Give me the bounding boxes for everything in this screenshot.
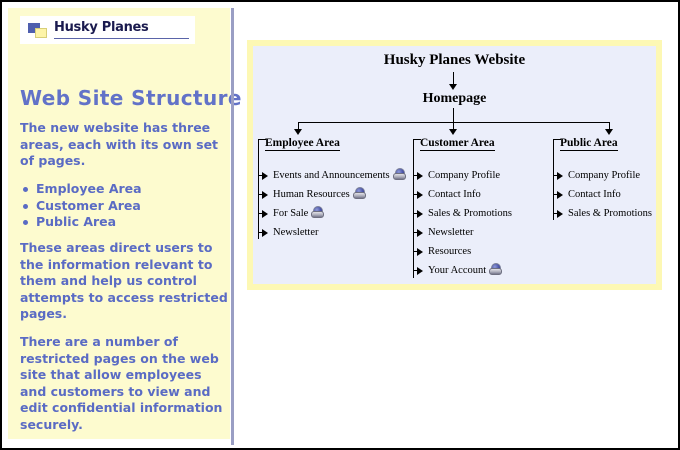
arrowhead-homepage bbox=[449, 84, 457, 90]
logo-card: Husky Planes bbox=[20, 16, 195, 44]
arrow-right-icon bbox=[557, 210, 563, 218]
column-stub-customer bbox=[413, 139, 421, 140]
item-stem bbox=[413, 251, 418, 252]
connector-title-to-homepage bbox=[453, 72, 454, 86]
column-stub-public bbox=[553, 139, 561, 140]
arrow-right-icon bbox=[417, 210, 423, 218]
arrow-right-icon bbox=[417, 229, 423, 237]
item-label: Human Resources bbox=[273, 189, 350, 200]
padlock-icon bbox=[352, 187, 367, 199]
column-rail-customer bbox=[413, 139, 414, 278]
list-item: For Sale bbox=[258, 204, 407, 223]
column-items-employee: Events and Announcements Human Resources… bbox=[258, 166, 407, 242]
list-item: Sales & Promotions bbox=[413, 204, 513, 223]
list-item: Newsletter bbox=[258, 223, 407, 242]
arrowhead-customer bbox=[449, 129, 457, 135]
item-stem bbox=[413, 270, 418, 271]
sidebar-paragraph-1: The new website has three areas, each wi… bbox=[20, 120, 219, 168]
sidebar: Husky Planes Web Site Structure The new … bbox=[8, 8, 242, 439]
arrow-right-icon bbox=[557, 191, 563, 199]
item-label: Sales & Promotions bbox=[428, 208, 513, 219]
item-label: For Sale bbox=[273, 208, 309, 219]
connector-drop-employee bbox=[298, 122, 299, 131]
list-item: Company Profile bbox=[553, 166, 652, 185]
diagram-root-node: Homepage bbox=[422, 91, 487, 106]
list-item: Contact Info bbox=[553, 185, 652, 204]
column-header-public: Public Area bbox=[560, 137, 618, 151]
diagram-canvas: Husky Planes Website Homepage Employee A… bbox=[253, 46, 656, 284]
list-item: Employee Area bbox=[22, 181, 234, 198]
padlock-icon bbox=[489, 263, 503, 275]
arrowhead-public bbox=[605, 129, 613, 135]
list-item: Company Profile bbox=[413, 166, 512, 185]
logo-square-yellow bbox=[35, 28, 47, 38]
connector-homepage-down bbox=[453, 108, 454, 122]
column-header-customer: Customer Area bbox=[420, 137, 495, 151]
item-label: Sales & Promotions bbox=[568, 208, 653, 219]
arrow-right-icon bbox=[417, 172, 423, 180]
arrow-right-icon bbox=[262, 210, 268, 218]
logo-text: Husky Planes bbox=[54, 20, 149, 35]
diagram-title: Husky Planes Website bbox=[383, 52, 526, 68]
item-label: Events and Announcements bbox=[273, 170, 390, 181]
item-label: Newsletter bbox=[273, 227, 319, 238]
column-header-employee: Employee Area bbox=[265, 137, 340, 151]
item-stem bbox=[258, 232, 263, 233]
list-item: Resources bbox=[413, 242, 512, 261]
list-item: Events and Announcements bbox=[258, 166, 407, 185]
padlock-icon bbox=[311, 206, 325, 218]
column-rail-public bbox=[553, 139, 554, 220]
list-item: Contact Info bbox=[413, 185, 512, 204]
list-item: Your Account bbox=[413, 261, 512, 280]
item-stem bbox=[258, 175, 263, 176]
list-item: Newsletter bbox=[413, 223, 512, 242]
item-label: Contact Info bbox=[428, 189, 481, 200]
husky-planes-logo-icon bbox=[28, 23, 50, 38]
arrow-right-icon bbox=[262, 172, 268, 180]
column-items-customer: Company Profile Contact Info Sales & Pro… bbox=[413, 166, 513, 280]
list-item: Public Area bbox=[22, 214, 234, 231]
item-label: Company Profile bbox=[568, 170, 641, 181]
sidebar-paragraph-3: There are a number of restricted pages o… bbox=[20, 334, 223, 432]
arrow-right-icon bbox=[557, 172, 563, 180]
column-rail-employee bbox=[258, 139, 259, 239]
sidebar-divider bbox=[231, 8, 234, 445]
column-stub-employee bbox=[258, 139, 266, 140]
list-item: Customer Area bbox=[22, 198, 234, 215]
arrow-right-icon bbox=[262, 191, 268, 199]
page-title: Web Site Structure bbox=[20, 86, 242, 110]
item-stem bbox=[413, 194, 418, 195]
item-label: Your Account bbox=[428, 265, 487, 276]
list-item: Human Resources bbox=[258, 185, 407, 204]
sidebar-paragraph-2: These areas direct users to the informat… bbox=[20, 240, 228, 321]
item-label: Resources bbox=[428, 246, 472, 257]
arrowhead-employee bbox=[294, 129, 302, 135]
padlock-icon bbox=[392, 168, 407, 180]
item-stem bbox=[413, 232, 418, 233]
item-label: Company Profile bbox=[428, 170, 501, 181]
arrow-right-icon bbox=[417, 248, 423, 256]
logo-square-blue bbox=[28, 23, 40, 33]
sidebar-area-list: Employee Area Customer Area Public Area bbox=[22, 181, 234, 231]
item-stem bbox=[258, 194, 263, 195]
column-items-public: Company Profile Contact Info Sales & Pro… bbox=[553, 166, 653, 223]
item-stem bbox=[553, 194, 558, 195]
logo-underline bbox=[54, 38, 189, 39]
diagram-panel: Husky Planes Website Homepage Employee A… bbox=[247, 40, 662, 290]
item-stem bbox=[553, 213, 558, 214]
item-stem bbox=[258, 213, 263, 214]
list-item: Sales & Promotions bbox=[553, 204, 653, 223]
item-stem bbox=[413, 213, 418, 214]
item-stem bbox=[553, 175, 558, 176]
arrow-right-icon bbox=[417, 267, 423, 275]
item-label: Contact Info bbox=[568, 189, 621, 200]
connector-drop-customer bbox=[453, 122, 454, 131]
item-label: Newsletter bbox=[428, 227, 474, 238]
item-stem bbox=[413, 175, 418, 176]
arrow-right-icon bbox=[262, 229, 268, 237]
connector-drop-public bbox=[609, 122, 610, 131]
arrow-right-icon bbox=[417, 191, 423, 199]
